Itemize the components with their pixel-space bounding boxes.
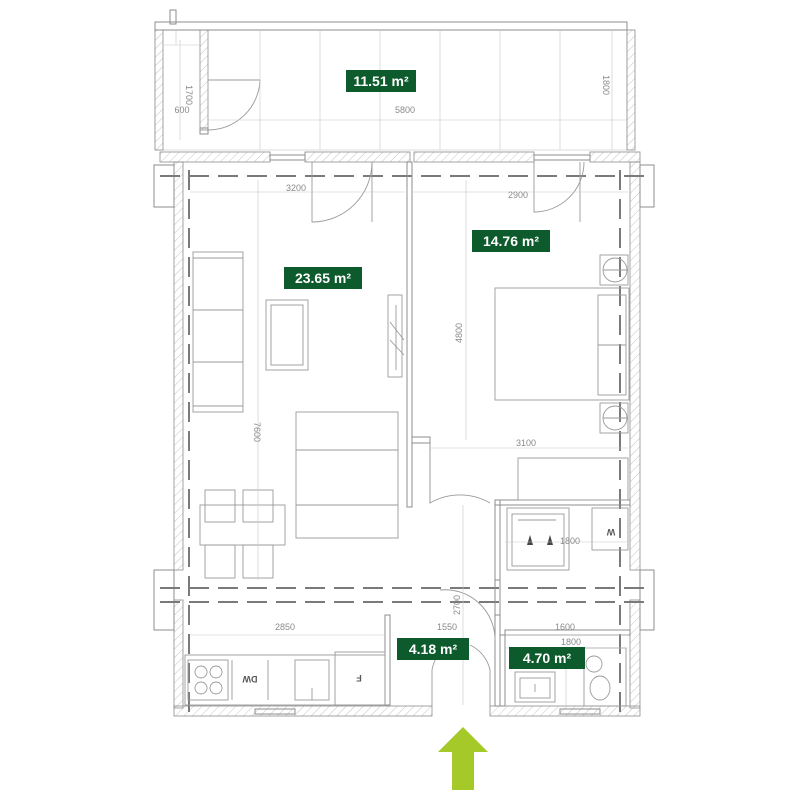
interior-walls [311, 161, 631, 707]
area-living: 23.65 m² [295, 270, 351, 286]
balcony [154, 9, 636, 151]
badge-hall: 4.18 m² [397, 638, 469, 660]
dim-bath-width-upper: 1600 [555, 622, 575, 632]
entry-arrow-icon [438, 727, 488, 790]
fridge-label: F [356, 673, 362, 683]
closet [505, 507, 629, 571]
dim-kitchen-width: 2850 [275, 622, 295, 632]
dim-hall-depth: 2700 [452, 595, 462, 615]
dim-balcony-door-width: 600 [174, 105, 189, 115]
living-furniture [190, 180, 405, 580]
dim-closet-width: 1800 [560, 536, 580, 546]
dim-balcony-height-right: 1800 [601, 75, 611, 95]
area-bedroom: 14.76 m² [483, 233, 539, 249]
badge-bathroom: 4.70 m² [509, 647, 585, 669]
badge-balcony: 11.51 m² [346, 70, 416, 92]
dim-bedroom-depth: 4800 [454, 323, 464, 343]
area-hall: 4.18 m² [409, 641, 458, 657]
area-balcony: 11.51 m² [353, 73, 409, 89]
dim-bath-width-lower: 1800 [561, 637, 581, 647]
outer-walls [153, 151, 655, 720]
washer-label: W [606, 527, 615, 537]
dim-balcony-height-left: 1700 [184, 85, 194, 105]
badge-living: 23.65 m² [284, 267, 362, 289]
dim-bedroom-lower-width: 3100 [516, 438, 536, 448]
dim-hall-width: 1550 [437, 622, 457, 632]
dishwasher-label: DW [242, 674, 257, 684]
dim-living-width: 3200 [286, 183, 306, 193]
dim-bedroom-width: 2900 [508, 190, 528, 200]
area-bathroom: 4.70 m² [523, 650, 572, 666]
badge-bedroom: 14.76 m² [472, 230, 550, 252]
dim-living-depth: 7600 [252, 422, 262, 442]
kitchen [184, 634, 386, 706]
dim-balcony-width: 5800 [395, 105, 415, 115]
bedroom-furniture [412, 180, 630, 501]
